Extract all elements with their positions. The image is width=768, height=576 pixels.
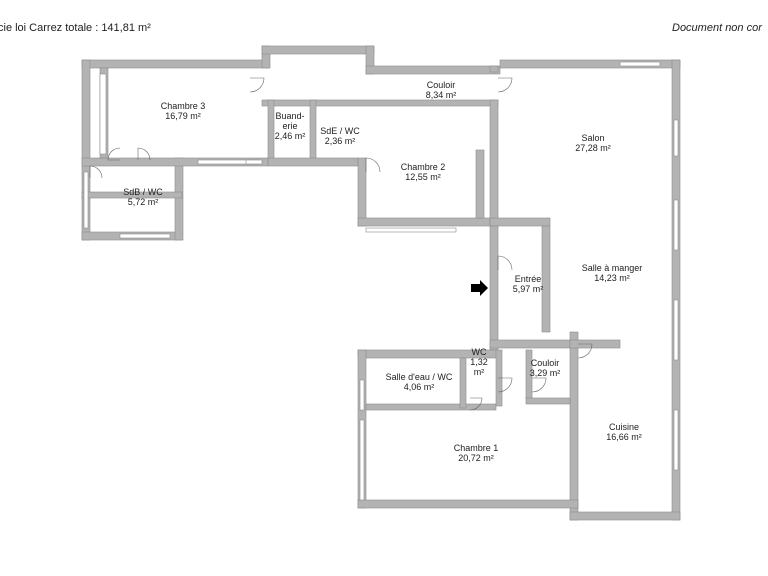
room-name: Buand- — [275, 111, 304, 121]
room-area: 5,97 m² — [513, 284, 544, 294]
room-name: SdB / WC — [123, 187, 163, 197]
room-name: SdE / WC — [320, 126, 360, 136]
wall-segment — [569, 339, 621, 349]
windows — [83, 61, 679, 501]
window — [245, 159, 263, 165]
window — [619, 61, 661, 67]
wall-segment — [489, 225, 499, 351]
room-area: 16,79 m² — [165, 111, 201, 121]
wall-segment — [569, 331, 579, 521]
door-swing — [107, 147, 121, 161]
wall-segment — [81, 191, 183, 199]
wall-segment — [174, 157, 184, 241]
room-name: erie — [282, 121, 297, 131]
room-area: 5,72 m² — [128, 197, 159, 207]
room-name: Couloir — [531, 358, 560, 368]
door-swing — [577, 343, 593, 359]
window — [673, 119, 679, 157]
wall-segment — [541, 225, 551, 333]
room-area: 8,34 m² — [426, 90, 457, 100]
wall-segment — [569, 511, 681, 521]
door-swing — [137, 147, 151, 161]
wall-segment — [489, 99, 499, 227]
window — [359, 419, 365, 501]
wall-segment — [489, 339, 571, 349]
wall-segment — [489, 217, 551, 227]
window — [119, 233, 171, 239]
room-name: 1,32 — [470, 357, 488, 367]
wall-segment — [267, 99, 275, 161]
wall-segment — [475, 149, 485, 219]
wall-segment — [459, 357, 467, 409]
window — [359, 379, 365, 411]
disclaimer-label: Document non cor — [672, 22, 762, 34]
wall-segment — [357, 217, 499, 227]
room-name: m² — [474, 367, 485, 377]
room-name: Salle d'eau / WC — [386, 372, 453, 382]
window — [99, 73, 107, 155]
room-area: 3,29 m² — [530, 368, 561, 378]
total-surface-label: cie loi Carrez totale : 141,81 m² — [0, 22, 151, 34]
window — [83, 171, 89, 229]
room-name: Salon — [581, 133, 604, 143]
room-area: 2,46 m² — [275, 131, 306, 141]
room-name: Couloir — [427, 80, 456, 90]
wall-segment — [261, 45, 375, 55]
room-name: Chambre 3 — [161, 101, 206, 111]
door-swing — [89, 165, 103, 179]
window — [673, 299, 679, 361]
wall-segment — [81, 59, 269, 69]
wall-segment — [525, 397, 571, 405]
wall-segment — [365, 65, 501, 75]
room-area: 16,66 m² — [606, 432, 642, 442]
door-swing — [497, 77, 513, 93]
door-swing — [531, 377, 547, 393]
door-swing — [365, 157, 381, 173]
wall-segment — [489, 65, 499, 73]
room-area: 20,72 m² — [458, 453, 494, 463]
room-area: 14,23 m² — [594, 273, 630, 283]
wall-segment — [309, 99, 317, 161]
room-name: Entrée — [515, 274, 542, 284]
room-name: Salle à manger — [582, 263, 643, 273]
doors — [89, 77, 593, 411]
room-name: Cuisine — [609, 422, 639, 432]
door-swing — [469, 397, 483, 411]
wall-segment — [357, 499, 579, 509]
room-area: 4,06 m² — [404, 382, 435, 392]
window — [673, 409, 679, 471]
door-swing — [497, 377, 513, 393]
room-name: Chambre 1 — [454, 443, 499, 453]
window — [365, 227, 457, 233]
entrance-arrow-icon — [471, 280, 488, 296]
room-area: 2,36 m² — [325, 136, 356, 146]
room-name: WC — [472, 347, 487, 357]
room-name: Chambre 2 — [401, 162, 446, 172]
door-swing — [497, 255, 513, 271]
door-swing — [249, 77, 265, 93]
wall-segment — [267, 157, 359, 167]
wall-segment — [357, 157, 367, 227]
wall-segment — [261, 99, 499, 107]
room-area: 12,55 m² — [405, 172, 441, 182]
window — [673, 199, 679, 251]
room-area: 27,28 m² — [575, 143, 611, 153]
wall-segment — [365, 403, 497, 411]
